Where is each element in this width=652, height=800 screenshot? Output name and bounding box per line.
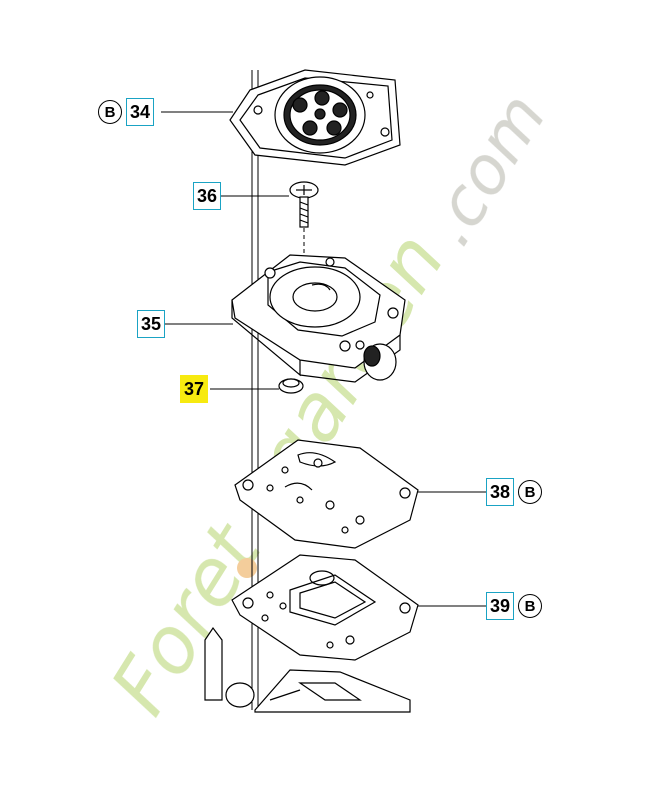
ref-b-marker: B [98, 100, 122, 124]
ref-b-marker: B [518, 594, 542, 618]
part-number-35: 35 [137, 310, 165, 338]
callout-34: B 34 [98, 98, 154, 126]
part-37-seal [278, 378, 304, 394]
part-38-gasket [234, 439, 419, 549]
carburetor-body-partial [204, 626, 411, 713]
callout-35: 35 [137, 310, 165, 338]
svg-text:.com: .com [410, 80, 561, 258]
part-36-screw [289, 181, 319, 228]
callout-39: 39 B [486, 592, 542, 620]
ref-b-marker: B [518, 480, 542, 504]
part-number-38: 38 [486, 478, 514, 506]
callout-37: 37 [180, 375, 208, 403]
part-number-36: 36 [193, 182, 221, 210]
part-number-39: 39 [486, 592, 514, 620]
part-35-pump-body [231, 254, 406, 383]
part-number-34: 34 [126, 98, 154, 126]
part-39-plate [231, 554, 419, 661]
callout-38: 38 B [486, 478, 542, 506]
part-number-37: 37 [180, 375, 208, 403]
leader-lines [161, 111, 486, 607]
callout-36: 36 [193, 182, 221, 210]
part-34-diaphragm [229, 69, 401, 166]
